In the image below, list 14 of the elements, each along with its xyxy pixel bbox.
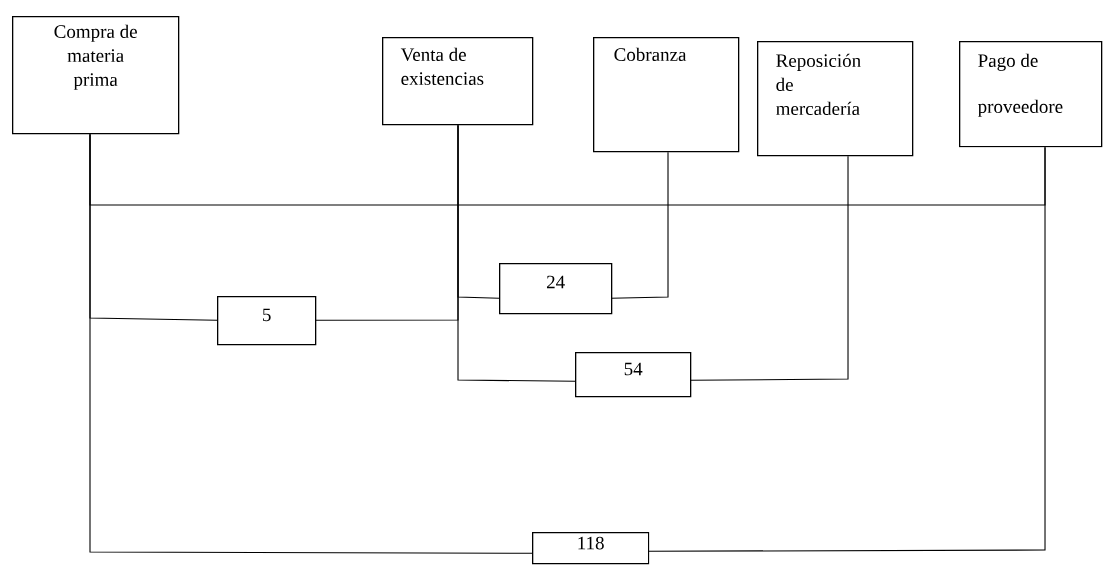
duration-box: 24 (499, 263, 613, 315)
process-box: Venta de existencias (382, 37, 534, 126)
connector-line (89, 133, 533, 554)
process-box: Compra de materia prima (12, 16, 180, 135)
process-box: Cobranza (593, 37, 740, 153)
duration-box: 5 (217, 296, 317, 346)
duration-box: 54 (575, 352, 692, 398)
connector-line (610, 151, 669, 299)
duration-box: 118 (532, 532, 650, 565)
connector-line (689, 155, 849, 381)
process-box: Reposición de mercadería (757, 41, 914, 157)
connector-line (647, 146, 1046, 552)
connector-line (457, 124, 576, 382)
process-box: Pago de proveedore (959, 41, 1103, 148)
